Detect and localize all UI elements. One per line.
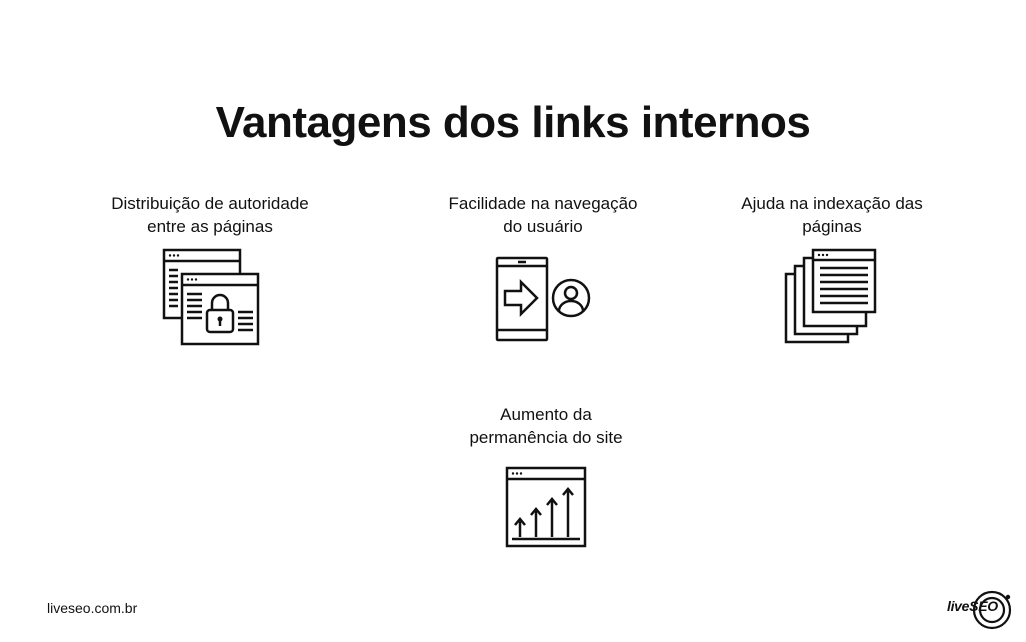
- feature-site-retention: Aumento da permanência do site: [396, 403, 696, 549]
- mobile-navigation-user-icon: [495, 256, 591, 342]
- locked-pages-icon: [162, 248, 260, 346]
- footer-url[interactable]: liveseo.com.br: [47, 600, 138, 616]
- feature-label: Distribuição de autoridade entre as pági…: [111, 194, 309, 236]
- feature-label: Ajuda na indexação das páginas: [741, 194, 923, 236]
- logo-ring-icon: [972, 590, 1012, 630]
- liveseo-logo: liveSEO: [944, 588, 1014, 632]
- stacked-pages-icon: [784, 248, 877, 344]
- feature-authority-distribution: Distribuição de autoridade entre as pági…: [60, 192, 360, 348]
- feature-user-navigation: Facilidade na navegação do usuário: [393, 192, 693, 344]
- page-title: Vantagens dos links internos: [215, 98, 811, 147]
- feature-label: Aumento da permanência do site: [469, 405, 623, 447]
- feature-page-indexing: Ajuda na indexação das páginas: [682, 192, 982, 348]
- logo-text: liveSEO: [947, 598, 998, 614]
- growth-chart-window-icon: [505, 466, 587, 548]
- feature-label: Facilidade na navegação do usuário: [448, 194, 638, 236]
